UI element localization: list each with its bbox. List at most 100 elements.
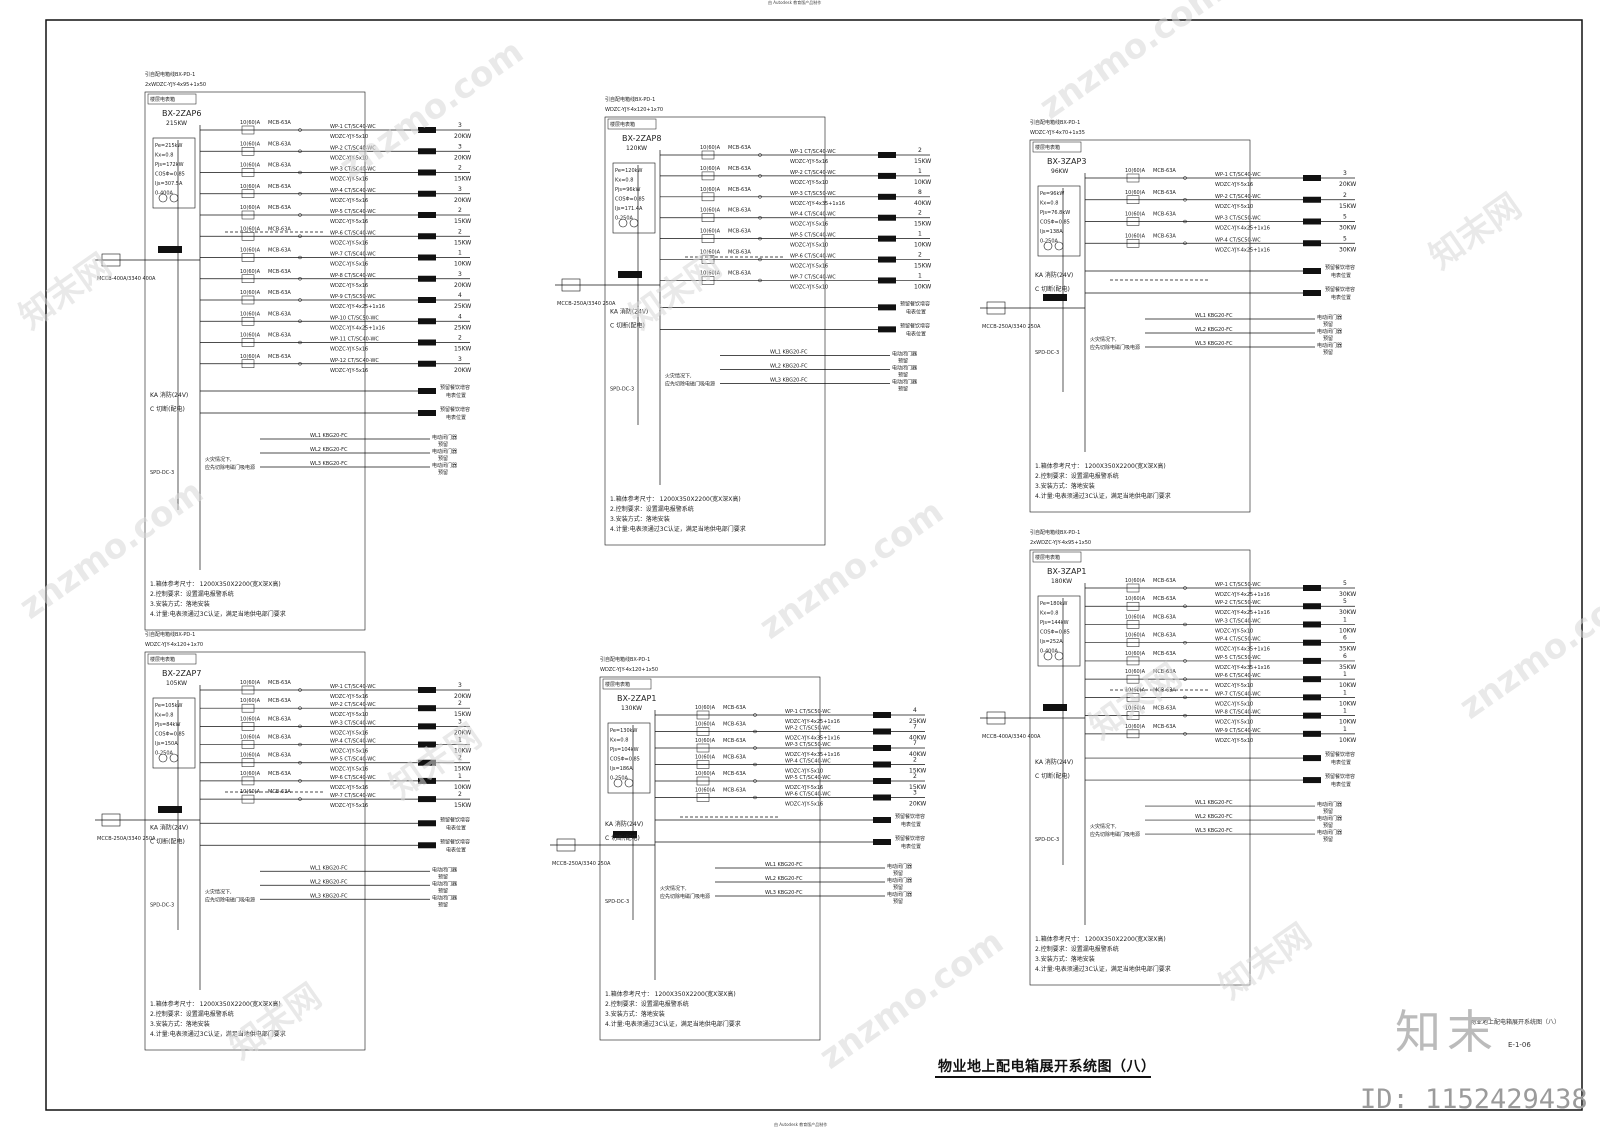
branch-breaker: MCB-63A [1153, 651, 1176, 657]
breaker-contact [298, 170, 302, 175]
reserved-label: 电表位置 [901, 821, 921, 828]
circuit-label: WP-3 CT/SC40-WC [330, 720, 376, 726]
load-terminal [1303, 603, 1321, 610]
circuit-label: WP-6 CT/SC40-WC [330, 230, 376, 236]
door-lock-label: 电动闭门器 [1317, 801, 1342, 808]
watermark-text: 知末网 [1212, 916, 1318, 1007]
circuit-label: WP-9 CT/SC40-WC [1215, 728, 1261, 734]
main-breaker-symbol [986, 301, 1006, 315]
meter-symbol [241, 776, 255, 786]
main-breaker-symbol [556, 838, 576, 852]
spd-label: SPD-DC-3 [605, 899, 629, 905]
fire-note: 火灾情况下, [205, 456, 232, 463]
ka-label: KA 消防(24V) [150, 823, 188, 831]
fire-note: 火灾情况下, [665, 372, 692, 379]
branch-breaker: MCB-63A [728, 208, 751, 214]
circuit-power: 10KW [914, 242, 931, 249]
breaker-contact [298, 319, 302, 323]
meter-rating: 10(60)A [1125, 233, 1146, 239]
panel-id: BX-2ZAP1 [617, 694, 656, 703]
circuit-label: WP-1 CT/SC40-WC [330, 684, 376, 690]
circuit-count: 1 [458, 773, 462, 780]
load-param: Ijs=252A [1040, 639, 1063, 645]
circuit-count: 2 [458, 791, 462, 798]
meter-box-label-frame [147, 653, 197, 665]
load-terminal [1303, 290, 1321, 296]
load-terminal [418, 842, 436, 849]
panel-note: 2.控制要求：设置漏电报警系统 [605, 1000, 689, 1008]
panel-note: 1.箱体参考尺寸： 1200X350X2200(宽X深X高) [605, 990, 736, 998]
circuit-count: 2 [918, 147, 922, 154]
meter-rating: 10(60)A [240, 141, 261, 147]
breaker-contact [758, 153, 762, 157]
panel-source: 引自配电箱线BX-PD-1 [1030, 119, 1080, 126]
drawing-frame [45, 19, 1583, 1111]
reserved-label: 电表位置 [1331, 759, 1351, 766]
circuit-power: 15KW [914, 221, 931, 228]
panel-feeder: WDZC-YJY-4x120+1x70 [145, 642, 203, 648]
reserved-label: 预留餐饮增容 [895, 813, 925, 820]
circuit-power: 40KW [909, 751, 926, 758]
load-param: Ijs=307.5A [155, 181, 183, 187]
load-terminal [418, 759, 436, 766]
reserved-label: 电表位置 [901, 843, 921, 850]
panel-note: 4.计量:电表须通过3C认证，满足当地供电部门要求 [610, 525, 746, 533]
main-breaker: MCCB-250A/3340 250A [982, 324, 1041, 330]
load-terminal [418, 254, 436, 261]
reserved-label: 预留餐饮增容 [1325, 286, 1355, 293]
load-terminal [418, 212, 436, 218]
branch-breaker: MCB-63A [728, 229, 751, 235]
distribution-panel-BX-2ZAP8: 引自配电箱线BX-PD-1WDZC-YJY-4x120+1x70楼层电表箱BX-… [555, 96, 931, 546]
main-breaker: MCCB-400A/3340 400A [97, 276, 156, 282]
meter-rating: 10(60)A [1125, 687, 1146, 693]
breaker-contact [1183, 713, 1187, 718]
main-breaker: MCCB-250A/3340 250A [552, 861, 611, 867]
panel-id: BX-2ZAP6 [162, 109, 201, 118]
breaker-contact [758, 174, 762, 178]
circuit-power: 40KW [909, 735, 926, 742]
meter-symbol [1126, 601, 1140, 611]
panel-id: BX-3ZAP3 [1047, 157, 1086, 166]
circuit-label: WP-7 CT/SC40-WC [1215, 691, 1261, 697]
meter-box-label: 楼层电表箱 [605, 681, 630, 688]
circuit-power: 10KW [1339, 627, 1356, 634]
load-terminal [418, 741, 436, 748]
circuit-power: 20KW [1339, 181, 1356, 188]
circuit-label: WP-1 CT/SC40-WC [790, 149, 836, 155]
breaker-contact [1183, 604, 1187, 608]
circuit-count: 2 [913, 757, 917, 764]
ka-label: KA 消防(24V) [610, 307, 648, 315]
panel-note: 1.箱体参考尺寸： 1200X350X2200(宽X深X高) [610, 495, 741, 503]
meter-symbol [701, 213, 715, 222]
load-param: Ijs=150A [155, 741, 178, 747]
meter-symbol [241, 168, 255, 177]
reserved-label: 电表位置 [906, 308, 926, 315]
circuit-cable: WDZC-YJY-4x25+1x16 [1215, 226, 1270, 232]
circuit-power: 10KW [1339, 700, 1356, 707]
top-note: 由 Autodesk 教育版产品制作 [768, 0, 822, 5]
reserved-label: 预留餐饮增容 [900, 322, 930, 329]
circuit-power: 20KW [454, 729, 471, 736]
circuit-cable: WDZC-YJY-5x10 [330, 155, 368, 161]
panel-power: 215KW [166, 120, 187, 127]
main-breaker-symbol [101, 253, 121, 267]
circuit-label: WP-1 CT/SC50-WC [1215, 582, 1261, 588]
circuit-count: 7 [913, 724, 917, 731]
reserved-label: 电表位置 [446, 414, 466, 421]
meter-symbol [1126, 239, 1140, 248]
circuit-power: 10KW [454, 261, 471, 268]
meter-symbol [701, 276, 715, 285]
meter-rating: 10(60)A [700, 229, 721, 235]
branch-breaker: MCB-63A [268, 141, 291, 147]
door-lock-circuit: WL3 KBG20-FC [1195, 341, 1233, 347]
breaker-contact [1183, 640, 1187, 645]
